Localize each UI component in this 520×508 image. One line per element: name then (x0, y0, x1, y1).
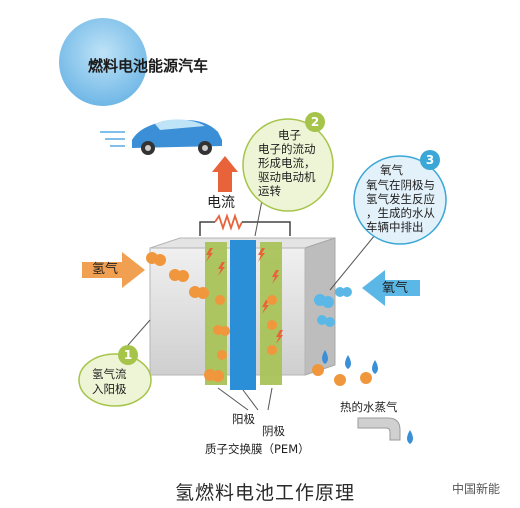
cathode-label: 阴极 (262, 424, 285, 438)
hydrogen-in-arrow (82, 252, 145, 288)
membrane-pem (230, 240, 256, 390)
step1-bubble (78, 353, 152, 407)
pem-label: 质子交换膜（PEM） (205, 442, 310, 456)
anode-label: 阳极 (232, 412, 255, 426)
title-bubble (59, 18, 147, 106)
step2-bubble (242, 118, 334, 212)
step2-line5: 运转 (258, 184, 281, 198)
step2-line2: 电子的流动 (258, 142, 316, 156)
resistor-icon (214, 213, 243, 231)
step3-bubble (353, 155, 447, 245)
step3-number: 3 (420, 150, 440, 170)
watermark: 中国新能 (452, 482, 501, 496)
circuit-wire-left (199, 221, 215, 236)
step3-line5: 车辆中排出 (366, 220, 424, 234)
oxygen-label: 氧气 (382, 281, 409, 296)
step1-line1: 氢气流 (92, 367, 127, 381)
cathode-electrode (260, 242, 282, 385)
circuit-wire-right (242, 221, 291, 236)
car-icon (100, 119, 222, 155)
step3-line2: 氧气在阴极与 (366, 178, 435, 192)
fuel-cell-stack (149, 237, 336, 390)
hydrogen-molecules (146, 252, 372, 386)
step2-line4: 驱动电动机 (258, 170, 316, 184)
anode-electrode (205, 242, 227, 385)
diagram-caption: 氢燃料电池工作原理 (175, 482, 356, 504)
current-label: 电流 (207, 195, 235, 211)
step2-number: 2 (305, 112, 325, 132)
step2-line3: 形成电流， (258, 156, 316, 170)
step1-number: 1 (118, 345, 138, 365)
step3-line3: 氢气发生反应 (366, 192, 435, 206)
water-drop-icon (322, 350, 413, 444)
step3-line1: 氧气 (380, 163, 403, 177)
hydrogen-label: 氢气 (92, 262, 119, 277)
step2-line1: 电子 (278, 128, 301, 142)
oxygen-in-arrow (362, 270, 420, 306)
step3-line4: ，生成的水从 (366, 206, 435, 220)
step1-line2: 入阳极 (92, 382, 127, 396)
steam-label: 热的水蒸气 (340, 400, 398, 414)
pipe-icon (357, 417, 401, 441)
page-title: 燃料电池能源汽车 (88, 57, 209, 75)
current-up-arrow (212, 156, 238, 192)
